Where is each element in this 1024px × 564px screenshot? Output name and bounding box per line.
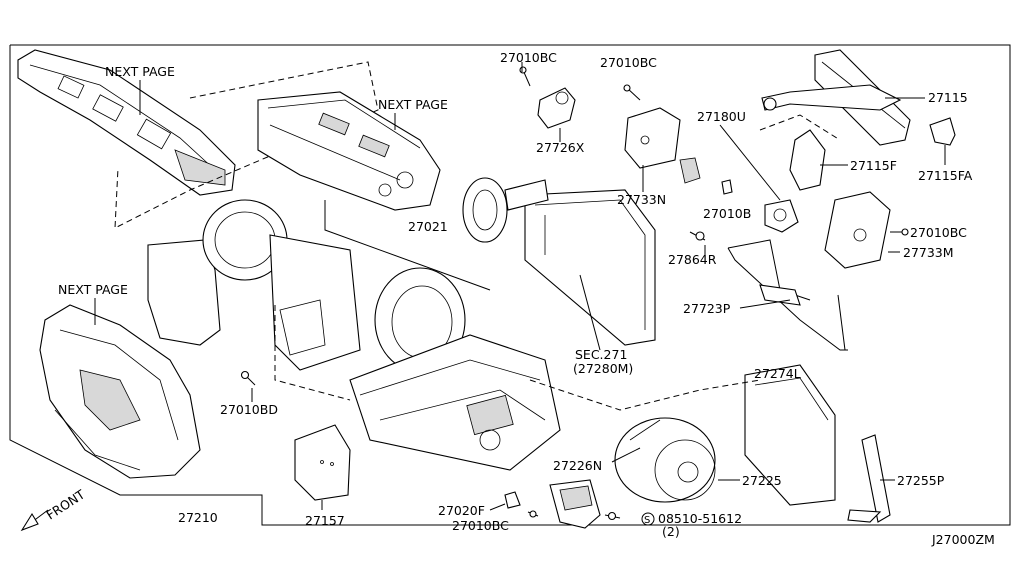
label-27021: 27021 bbox=[408, 219, 448, 234]
dash-case bbox=[274, 305, 351, 401]
evaporator-case bbox=[349, 267, 561, 471]
aspirator-27726X bbox=[537, 87, 576, 129]
dash-27115F bbox=[759, 114, 841, 141]
label-sec271: SEC.271 bbox=[575, 347, 627, 362]
screw-08510 bbox=[604, 511, 621, 521]
label-27255P: 27255P bbox=[897, 473, 945, 488]
label-next-page-2: NEXT PAGE bbox=[378, 97, 448, 112]
label-27864R: 27864R bbox=[668, 252, 717, 267]
label-08510: 08510-51612 bbox=[658, 511, 742, 526]
bolt-marker-letter: S bbox=[644, 515, 650, 526]
label-27733M: 27733M bbox=[903, 245, 954, 260]
label-27733N: 27733N bbox=[617, 192, 666, 207]
screw-27010BC-c bbox=[890, 228, 909, 236]
blower-motor-27225 bbox=[614, 417, 716, 503]
label-27210: 27210 bbox=[178, 510, 218, 525]
assembly-frame bbox=[9, 44, 1011, 526]
label-27180U: 27180U bbox=[697, 109, 746, 124]
label-27274L: 27274L bbox=[754, 366, 801, 381]
motor-27180U bbox=[764, 199, 799, 233]
label-next-page-3: NEXT PAGE bbox=[58, 282, 128, 297]
insulator-27157 bbox=[294, 424, 351, 501]
screw-27010BD bbox=[240, 370, 256, 386]
leader-27021 bbox=[324, 200, 491, 291]
label-27010BC-d: 27010BC bbox=[452, 518, 509, 533]
label-27010BD: 27010BD bbox=[220, 402, 278, 417]
actuator-27733M bbox=[824, 191, 891, 269]
leader-27723P bbox=[739, 299, 791, 309]
label-27010BC-c: 27010BC bbox=[910, 225, 967, 240]
label-27010BC-b: 27010BC bbox=[600, 55, 657, 70]
label-27115F: 27115F bbox=[850, 158, 897, 173]
label-next-page-1: NEXT PAGE bbox=[105, 64, 175, 79]
label-27723P: 27723P bbox=[683, 301, 731, 316]
label-front: FRONT bbox=[43, 486, 87, 522]
seal-27255P bbox=[847, 434, 891, 523]
label-27726X: 27726X bbox=[536, 140, 585, 155]
evaporator-core bbox=[462, 177, 656, 346]
bracket-27115F bbox=[789, 129, 826, 191]
dash-blower bbox=[529, 379, 761, 411]
case-left-half bbox=[147, 199, 361, 371]
clip-27010B bbox=[721, 179, 733, 195]
screw-27010BC-b bbox=[623, 84, 641, 101]
leader-27180U bbox=[719, 124, 781, 201]
filter-27274L bbox=[744, 364, 836, 506]
label-27115FA: 27115FA bbox=[918, 168, 973, 183]
diagram-code: J27000ZM bbox=[931, 532, 995, 547]
label-27226N: 27226N bbox=[553, 458, 602, 473]
screw-27864R bbox=[689, 231, 706, 241]
actuator-27733N bbox=[624, 107, 701, 184]
heater-case-top bbox=[257, 91, 441, 211]
label-27115: 27115 bbox=[928, 90, 968, 105]
resistor-27226N bbox=[549, 479, 601, 529]
leader-sec271 bbox=[579, 274, 601, 351]
bracket-27115FA bbox=[929, 117, 956, 146]
upper-duct bbox=[17, 49, 236, 196]
front-arrow bbox=[20, 509, 49, 532]
heater-core bbox=[761, 49, 911, 146]
lower-duct bbox=[39, 304, 201, 479]
leader-27226N bbox=[611, 447, 641, 463]
label-27010B: 27010B bbox=[703, 206, 751, 221]
sensor-27723P bbox=[727, 239, 848, 351]
label-27157: 27157 bbox=[305, 513, 345, 528]
label-08510-qty: (2) bbox=[662, 524, 680, 539]
label-27010BC-a: 27010BC bbox=[500, 50, 557, 65]
screw-27010BC-d bbox=[527, 510, 539, 518]
label-27020F: 27020F bbox=[438, 503, 485, 518]
label-27225: 27225 bbox=[742, 473, 782, 488]
label-27280M: (27280M) bbox=[573, 361, 633, 376]
bolt-marker-circle bbox=[641, 512, 655, 526]
leader-27020F bbox=[489, 503, 506, 511]
clip-27020F bbox=[504, 491, 521, 509]
